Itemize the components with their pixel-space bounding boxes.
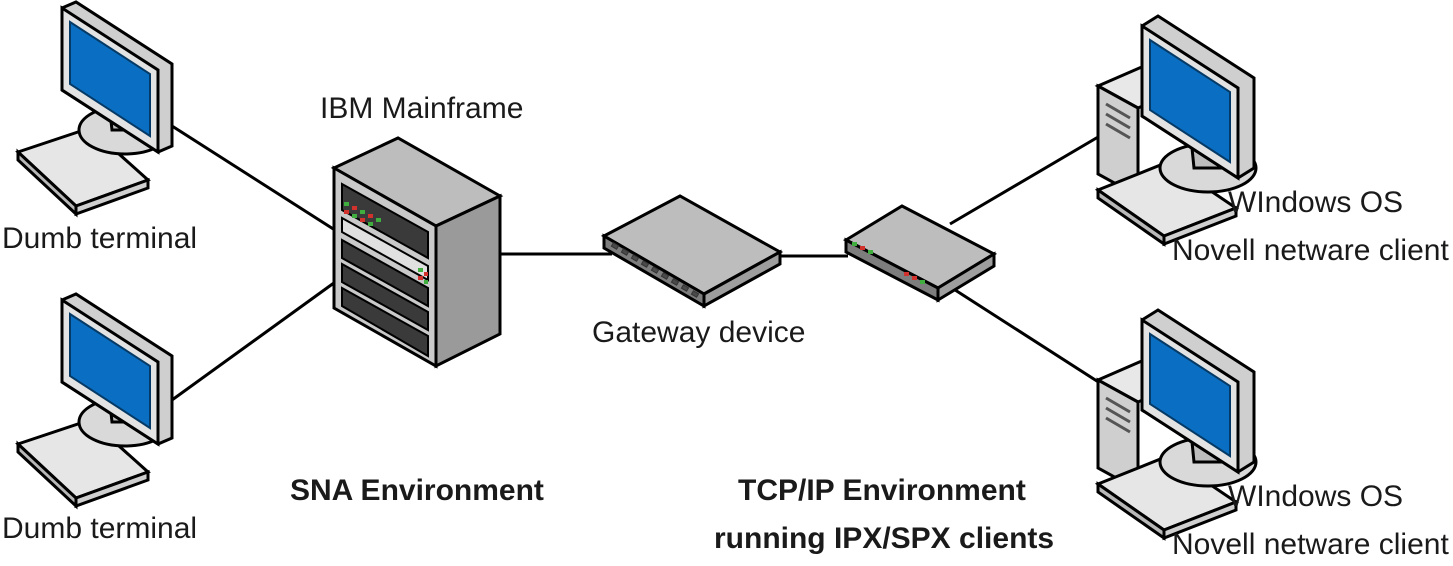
dumb-terminal-2: Dumb terminal [2, 292, 197, 545]
monitor-keyboard-icon [16, 0, 174, 216]
ibm-mainframe: IBM Mainframe [320, 92, 523, 369]
dumb-terminal-1: Dumb terminal [2, 0, 197, 255]
link-terminal-2-mainframe [171, 278, 339, 402]
client-2-os-label: WIndows OS [1228, 480, 1403, 513]
tcpip-environment-label: TCP/IP Environment [738, 474, 1026, 507]
network-switch-icon [600, 194, 784, 309]
link-hub-client-2 [951, 286, 1115, 394]
tcpip-environment-sublabel: running IPX/SPX clients [714, 522, 1054, 555]
dumb-terminal-1-label: Dumb terminal [2, 222, 197, 255]
network-hub [842, 204, 998, 303]
gateway-device-label: Gateway device [592, 316, 805, 349]
connections [171, 124, 1115, 402]
sna-environment-label: SNA Environment [290, 474, 544, 507]
mainframe-label: IBM Mainframe [320, 92, 523, 125]
client-1-os-label: WIndows OS [1228, 186, 1403, 219]
client-1-client-label: Novell netware client [1172, 234, 1449, 267]
client-2-client-label: Novell netware client [1172, 528, 1449, 561]
monitor-keyboard-icon [16, 292, 174, 508]
dumb-terminal-2-label: Dumb terminal [2, 512, 197, 545]
mainframe-leds [344, 202, 428, 284]
windows-client-2: WIndows OS Novell netware client [1096, 308, 1449, 561]
link-terminal-1-mainframe [171, 124, 339, 234]
link-hub-client-1 [949, 128, 1111, 226]
gateway-device: Gateway device [592, 194, 805, 349]
server-rack-icon [330, 136, 504, 369]
network-hub-icon [842, 204, 998, 303]
windows-client-1: WIndows OS Novell netware client [1096, 14, 1449, 267]
